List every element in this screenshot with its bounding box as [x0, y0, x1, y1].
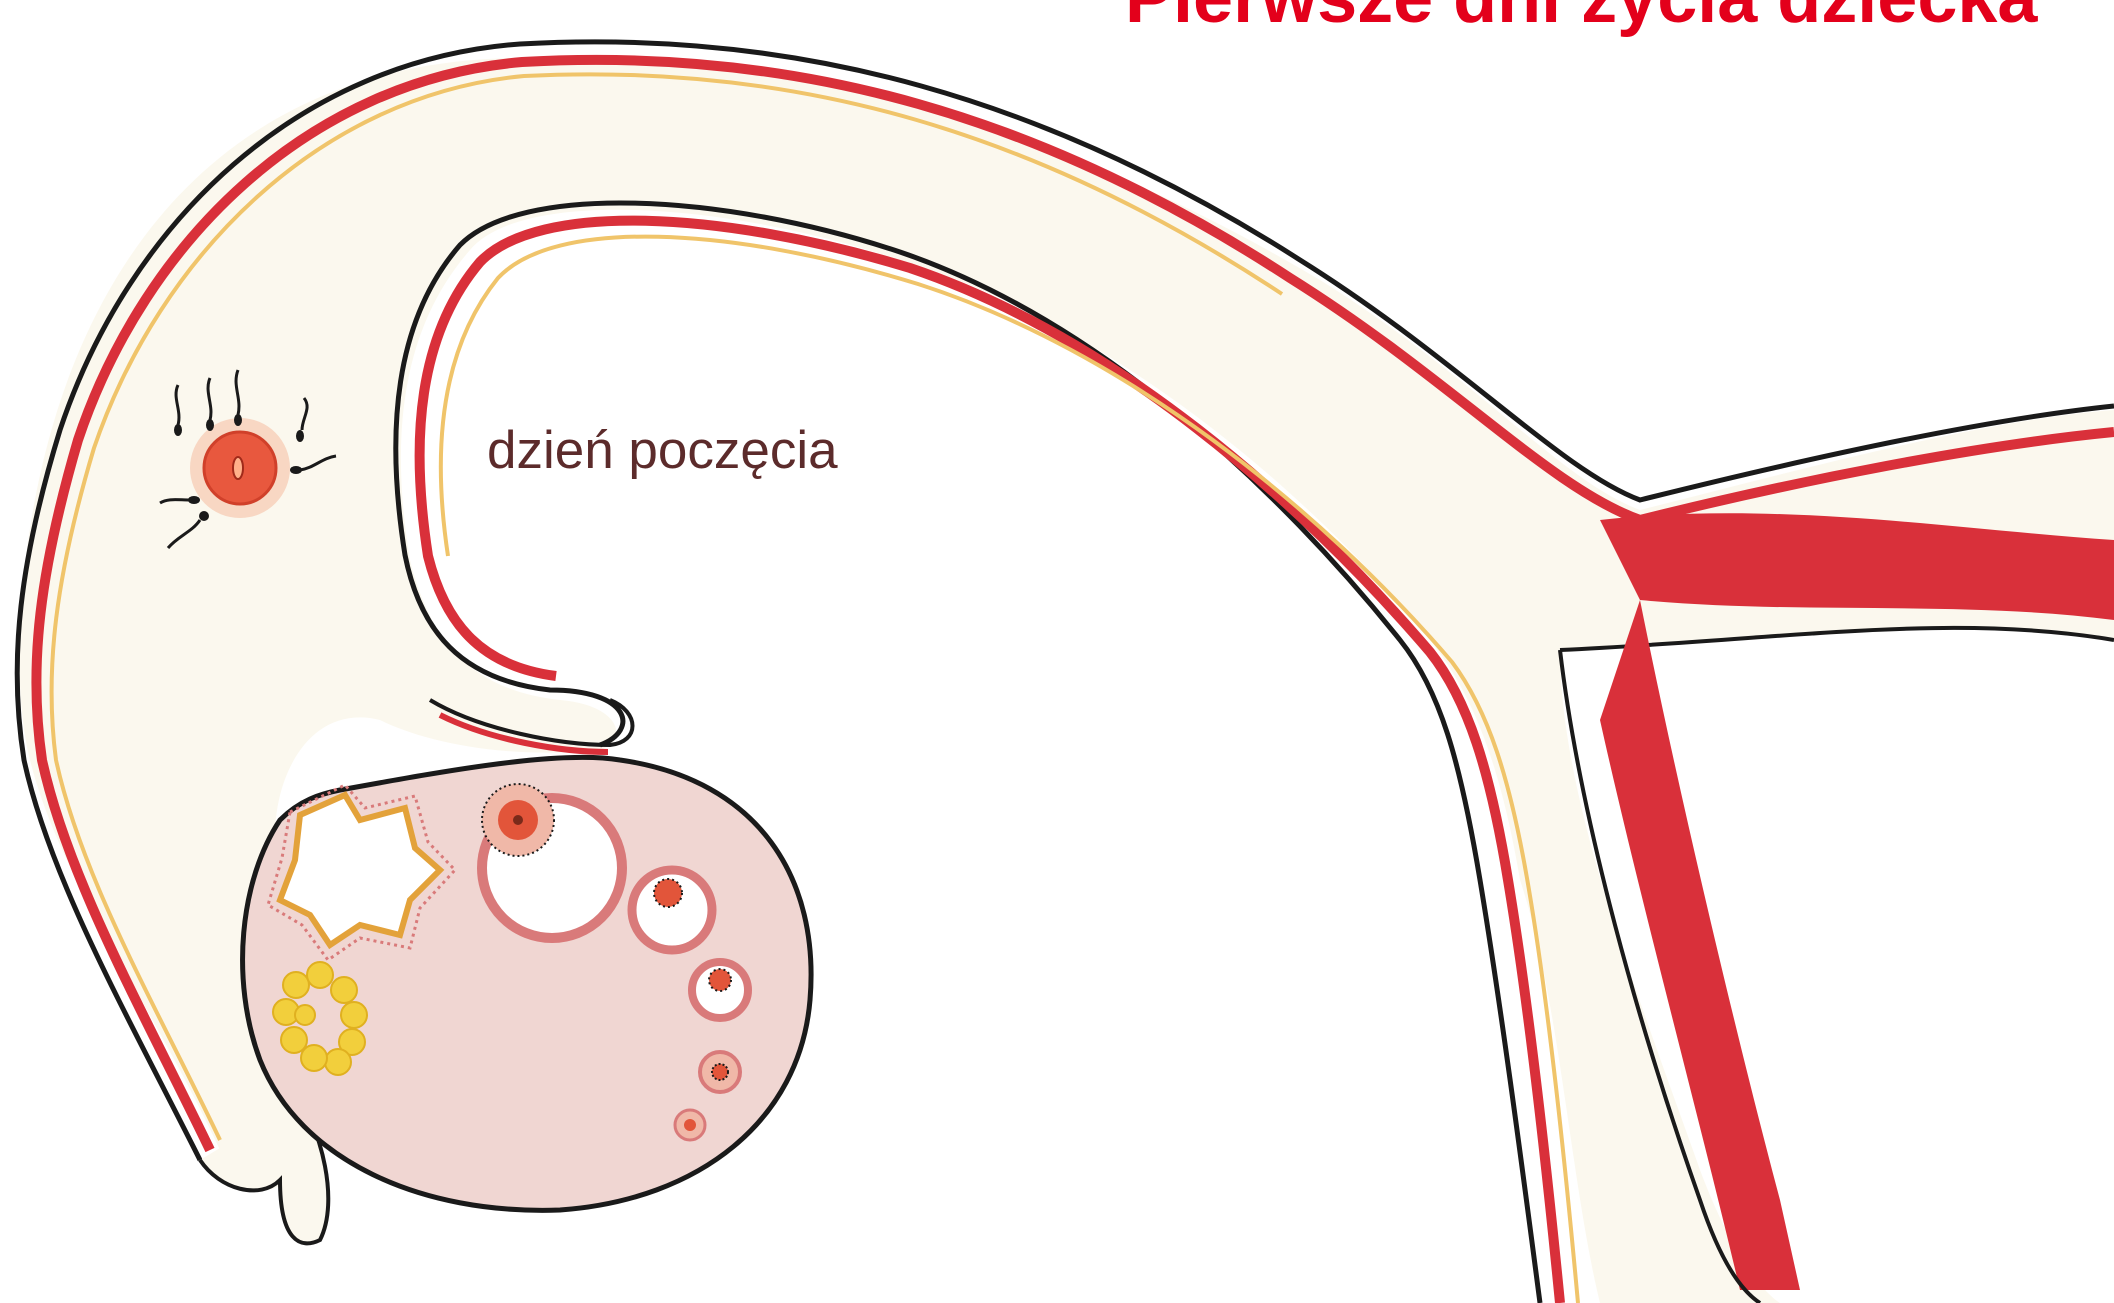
- follicle-4-egg: [712, 1064, 728, 1080]
- follicle-2-egg: [654, 879, 682, 907]
- follicle-5-egg: [684, 1119, 696, 1131]
- follicle-3-egg: [709, 969, 731, 991]
- mature-follicle-egg-nucleus: [513, 815, 523, 825]
- slide-title: Pierwsze dni życia dziecka: [1125, 0, 2037, 34]
- caption-conception-day: dzień poczęcia: [487, 424, 838, 477]
- egg-nucleus: [233, 457, 243, 479]
